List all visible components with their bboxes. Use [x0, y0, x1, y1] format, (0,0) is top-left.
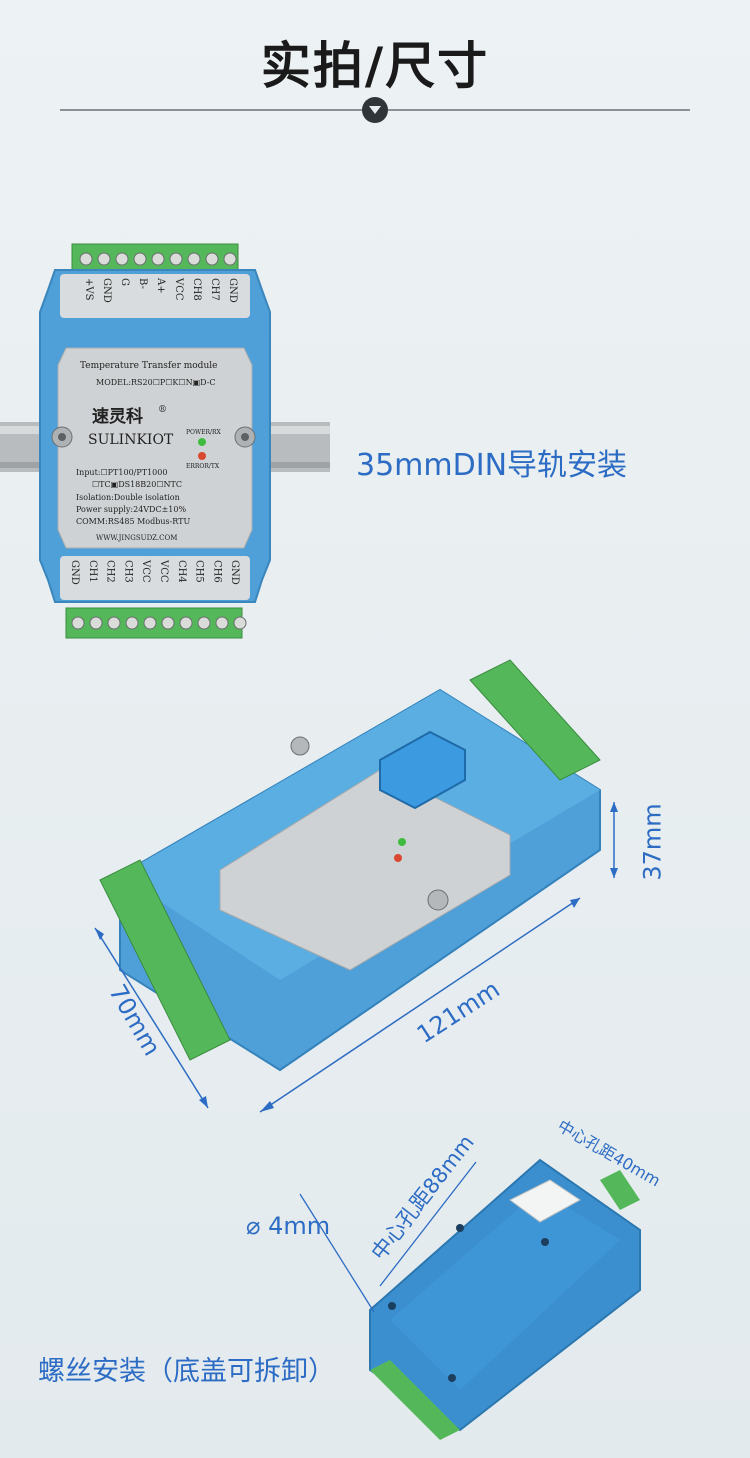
terminal-label: G — [119, 278, 130, 286]
hole-diameter-value: 4mm — [268, 1212, 331, 1240]
terminal-label: VCC — [158, 559, 169, 583]
hole-diameter-dimension: ⌀ 4mm — [246, 1212, 330, 1240]
terminal-label: A+ — [155, 277, 166, 294]
screw-mount-caption: 螺丝安装（底盖可拆卸） — [38, 1356, 335, 1387]
height-dimension: 37mm — [638, 803, 667, 881]
terminal-label: B- — [137, 278, 148, 289]
diameter-icon: ⌀ — [246, 1212, 261, 1240]
page-title: 实拍/尺寸 — [260, 37, 490, 95]
power-supply-label: Power supply:24VDC±10% — [76, 505, 186, 514]
input-line1: Input:☐PT100/PT1000 — [76, 468, 167, 477]
terminal-label: GND — [101, 278, 112, 303]
error-led-label: ERROR/TX — [186, 463, 220, 470]
terminal-label: VCC — [173, 277, 184, 301]
terminal-label: GND — [227, 278, 238, 303]
terminal-label: CH5 — [194, 560, 205, 583]
terminal-label: CH3 — [122, 560, 133, 583]
terminal-label: CH6 — [211, 560, 222, 583]
module-name-label: Temperature Transfer module — [80, 361, 217, 371]
isometric-view-photo — [94, 659, 618, 1113]
isolation-label: Isolation:Double isolation — [76, 493, 180, 502]
chevron-down-icon — [362, 97, 388, 123]
brand-cn-label: 速灵科 — [92, 406, 143, 427]
terminal-label: CH7 — [209, 278, 220, 301]
terminal-label: +VS — [83, 278, 94, 301]
registered-mark: ® — [158, 405, 167, 415]
front-view-photo: Temperature Transfer module MODEL:RS20☐P… — [0, 243, 330, 639]
model-label: MODEL:RS20☐P☐K☐N▣D-C — [96, 378, 216, 387]
input-line2: ☐TC▣DS18B20☐NTC — [92, 480, 182, 489]
bottom-terminal-labels: GND CH1 CH2 CH3 VCC VCC CH4 CH5 CH6 GND — [69, 559, 240, 585]
terminal-label: VCC — [140, 559, 151, 583]
bottom-view-photo — [299, 1158, 641, 1440]
terminal-label: CH4 — [176, 560, 187, 583]
power-led-label: POWER/RX — [186, 429, 222, 436]
comm-label: COMM:RS485 Modbus-RTU — [76, 517, 191, 526]
terminal-label: CH1 — [87, 560, 98, 583]
terminal-label: GND — [229, 560, 240, 585]
terminal-label: CH8 — [191, 278, 202, 301]
din-rail-caption: 35mmDIN导轨安装 — [356, 448, 628, 483]
terminal-label: CH2 — [105, 560, 116, 583]
website-label: WWW.JINGSUDZ.COM — [96, 534, 177, 542]
brand-en-label: SULINKIOT — [88, 432, 174, 448]
top-terminal-labels: +VS GND G B- A+ VCC CH8 CH7 GND — [83, 277, 238, 303]
terminal-label: GND — [69, 560, 80, 585]
